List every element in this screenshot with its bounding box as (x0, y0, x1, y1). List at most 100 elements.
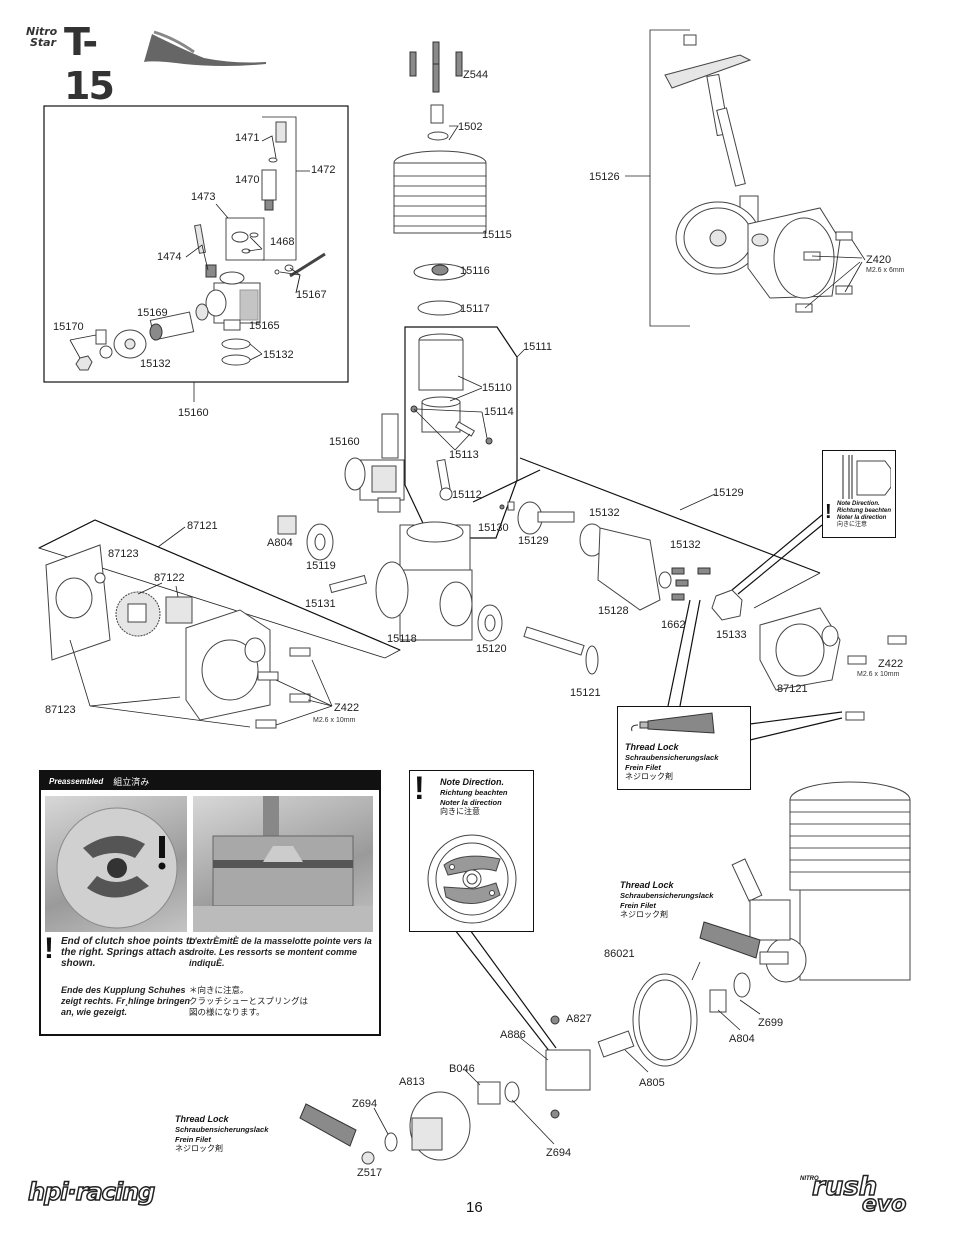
logo-nitro-text: Nitro (26, 25, 58, 38)
label-87122: 87122 (154, 572, 185, 584)
thread-lock-3-label: Thread Lock Schraubensicherungslack Frei… (175, 1114, 268, 1154)
preassembled-de: Ende des Kupplung Schuhes zeigt rechts. … (61, 985, 191, 1017)
preassembled-box: Preassembled 組立済み ! End of clutch shoe p… (39, 770, 381, 1036)
preassembled-fr: L'extrÈmitÈ de la masselotte pointe vers… (189, 936, 372, 968)
evo-logo-text: evo (861, 1191, 907, 1218)
clutch-shoe-photo-icon (56, 807, 178, 929)
label-a813: A813 (399, 1076, 425, 1088)
thread-lock-2-fr: Frein Filet (620, 900, 656, 910)
label-1471: 1471 (235, 132, 260, 144)
note-small-fr: Noter la direction (837, 515, 887, 521)
carb-assembled (344, 413, 405, 513)
label-15167: 15167 (296, 289, 327, 301)
thread-lock-2-title: Thread Lock (620, 880, 674, 890)
thread-lock-3-jp: ネジロック剤 (175, 1144, 223, 1153)
label-15170: 15170 (53, 321, 84, 333)
label-15113: 15113 (449, 449, 479, 461)
label-z422-right-size: M2.6 x 10mm (857, 671, 900, 678)
thread-lock-2-label: Thread Lock Schraubensicherungslack Frei… (620, 880, 713, 920)
pull-starter-parts (664, 34, 853, 313)
label-15132-a: 15132 (140, 358, 171, 370)
preassembled-jp-1: ＊向きに注意。 (189, 985, 249, 995)
assembled-engine (731, 781, 911, 983)
preassembled-en: End of clutch shoe points to the right. … (61, 936, 196, 969)
label-15132-b: 15132 (263, 349, 294, 361)
label-87121-right: 87121 (777, 683, 808, 695)
label-87121-left: 87121 (187, 520, 218, 532)
thread-lock-1-de: Schraubensicherungslack (625, 753, 719, 762)
label-15114: 15114 (484, 406, 514, 418)
note-small-title: Note Direction. (837, 501, 880, 507)
logo-star-text: Star (30, 36, 57, 49)
label-15112: 15112 (452, 489, 482, 501)
label-15120: 15120 (476, 643, 507, 655)
left-backplate-parts (45, 544, 311, 729)
label-a827: A827 (566, 1013, 592, 1025)
label-1502: 1502 (458, 121, 483, 133)
label-15130: 15130 (478, 522, 509, 534)
preassembled-header: Preassembled 組立済み (41, 772, 379, 790)
crankcase-parts (277, 501, 907, 721)
label-15160: 15160 (329, 436, 360, 448)
thread-lock-1-fr: Frein Filet (625, 762, 661, 772)
logo-model-text: T-15 (64, 20, 115, 108)
note-clutch-jp: 向きに注意 (440, 807, 480, 816)
label-15132-center: 15132 (589, 507, 620, 519)
label-z694-bottom: Z694 (546, 1147, 572, 1159)
label-a886: A886 (500, 1029, 526, 1041)
label-15119: 15119 (306, 560, 336, 572)
label-87123-top: 87123 (108, 548, 139, 560)
label-15126: 15126 (589, 171, 620, 183)
label-z420-size: M2.6 x 6mm (866, 267, 905, 274)
label-15160-box: 15160 (178, 407, 209, 419)
head-stack (393, 41, 487, 316)
thread-lock-1-title: Thread Lock (625, 742, 679, 752)
note-small-de: Richtung beachten (837, 508, 892, 514)
label-z422-right: Z422 (878, 658, 904, 670)
label-1472: 1472 (311, 164, 336, 176)
preassembled-title: Preassembled (49, 776, 104, 786)
thread-lock-callout: Thread Lock Schraubensicherungslack Frei… (617, 706, 751, 790)
label-1474: 1474 (157, 251, 182, 263)
clutch-parts (361, 972, 751, 1165)
label-z422-left-size: M2.6 x 10mm (313, 717, 356, 724)
label-15111: 15111 (523, 341, 552, 353)
label-15129-shaft: 15129 (518, 535, 549, 547)
label-1470: 1470 (235, 174, 260, 186)
label-15165: 15165 (249, 320, 280, 332)
warning-icon-preassembled: ! (44, 932, 54, 965)
rush-logo-text: rush (811, 1171, 878, 1203)
preassembled-title-jp: 組立済み (113, 776, 150, 787)
preassembled-jp-2: クラッチシューとスプリングは (189, 996, 309, 1006)
nut-detail-icon (842, 455, 891, 499)
label-1662: 1662 (661, 619, 686, 631)
label-z517: Z517 (357, 1167, 383, 1179)
note-direction-callout-small: ! Note Direction. Richtung beachten Note… (822, 450, 896, 538)
thread-lock-1-jp: ネジロック剤 (625, 772, 673, 781)
thread-lock-2-de: Schraubensicherungslack (620, 891, 714, 900)
note-clutch-title: Note Direction. (440, 777, 505, 787)
thread-lock-tube-icon (631, 712, 715, 734)
label-z422-left: Z422 (334, 702, 360, 714)
label-z420: Z420 (866, 254, 892, 266)
note-clutch-fr: Noter la direction (440, 797, 502, 807)
label-b046: B046 (449, 1063, 475, 1075)
clutch-photo-top (45, 796, 187, 932)
label-15133: 15133 (716, 629, 747, 641)
warning-icon-clutch: ! (414, 770, 425, 806)
clutch-side-photo-icon (193, 796, 373, 932)
label-15115: 15115 (482, 229, 512, 241)
label-15121: 15121 (570, 687, 601, 699)
carburetor-box (43, 105, 349, 383)
thread-lock-3-title: Thread Lock (175, 1114, 229, 1124)
thread-lock-3-de: Schraubensicherungslack (175, 1125, 269, 1134)
nitro-rush-evo-logo-small: NITRO (800, 1176, 819, 1182)
label-z699: Z699 (758, 1017, 784, 1029)
clutch-photo-side (193, 796, 373, 932)
label-z544: Z544 (463, 69, 489, 81)
label-z694-top: Z694 (352, 1098, 378, 1110)
label-a804-clutch: A804 (729, 1033, 755, 1045)
note-direction-callout-clutch: ! Note Direction. Richtung beachten Note… (409, 770, 534, 932)
bracket-1468 (225, 217, 265, 261)
